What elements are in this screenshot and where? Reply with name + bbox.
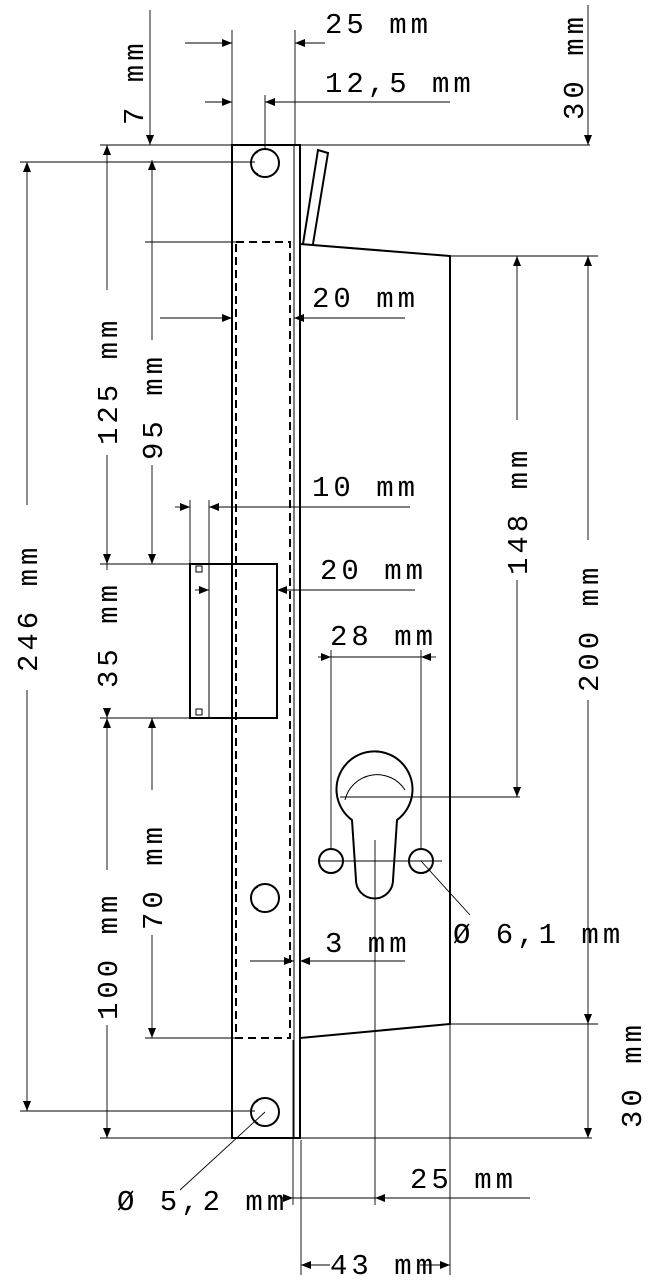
label-lower-70: 70 mm bbox=[138, 823, 171, 930]
cylinder-cutout bbox=[335, 750, 414, 900]
label-right-bottom: 30 mm bbox=[617, 1021, 650, 1128]
hidden-case-outline bbox=[235, 241, 291, 1039]
label-plate-thickness: 3 mm bbox=[325, 928, 411, 961]
label-top-offset: 7 mm bbox=[119, 39, 152, 125]
label-lower-100: 100 mm bbox=[93, 892, 126, 1020]
label-hole-dia: Ø 6,1 mm bbox=[453, 919, 624, 952]
label-to-latch: 95 mm bbox=[138, 353, 171, 460]
label-latch-width: 20 mm bbox=[320, 555, 427, 588]
dimension-lines bbox=[20, 5, 598, 1275]
label-top-width: 25 mm bbox=[325, 9, 432, 42]
screw-hole-middle bbox=[250, 883, 280, 913]
spring-tab bbox=[302, 148, 330, 245]
label-body-depth: 43 mm bbox=[330, 1250, 437, 1283]
label-backset: 25 mm bbox=[410, 1164, 517, 1197]
label-faceplate-width: 20 mm bbox=[312, 283, 419, 316]
dimension-labels: 25 mm 12,5 mm 7 mm 30 mm 246 mm 125 mm 9… bbox=[13, 9, 650, 1283]
label-screw-dia: Ø 5,2 mm bbox=[117, 1186, 288, 1219]
label-right-top: 30 mm bbox=[559, 13, 592, 120]
label-latch-height: 35 mm bbox=[93, 581, 126, 688]
label-body-total: 200 mm bbox=[574, 564, 607, 692]
screw-hole-bottom bbox=[250, 1097, 280, 1127]
label-body-height: 148 mm bbox=[503, 447, 536, 575]
label-top-half: 12,5 mm bbox=[325, 68, 475, 101]
label-total-height: 246 mm bbox=[13, 544, 46, 672]
label-cyl-spacing: 28 mm bbox=[330, 621, 437, 654]
label-upper-height: 125 mm bbox=[93, 317, 126, 445]
latch-bolt bbox=[189, 563, 278, 719]
label-latch-depth: 10 mm bbox=[312, 472, 419, 505]
screw-hole-top bbox=[250, 148, 280, 178]
